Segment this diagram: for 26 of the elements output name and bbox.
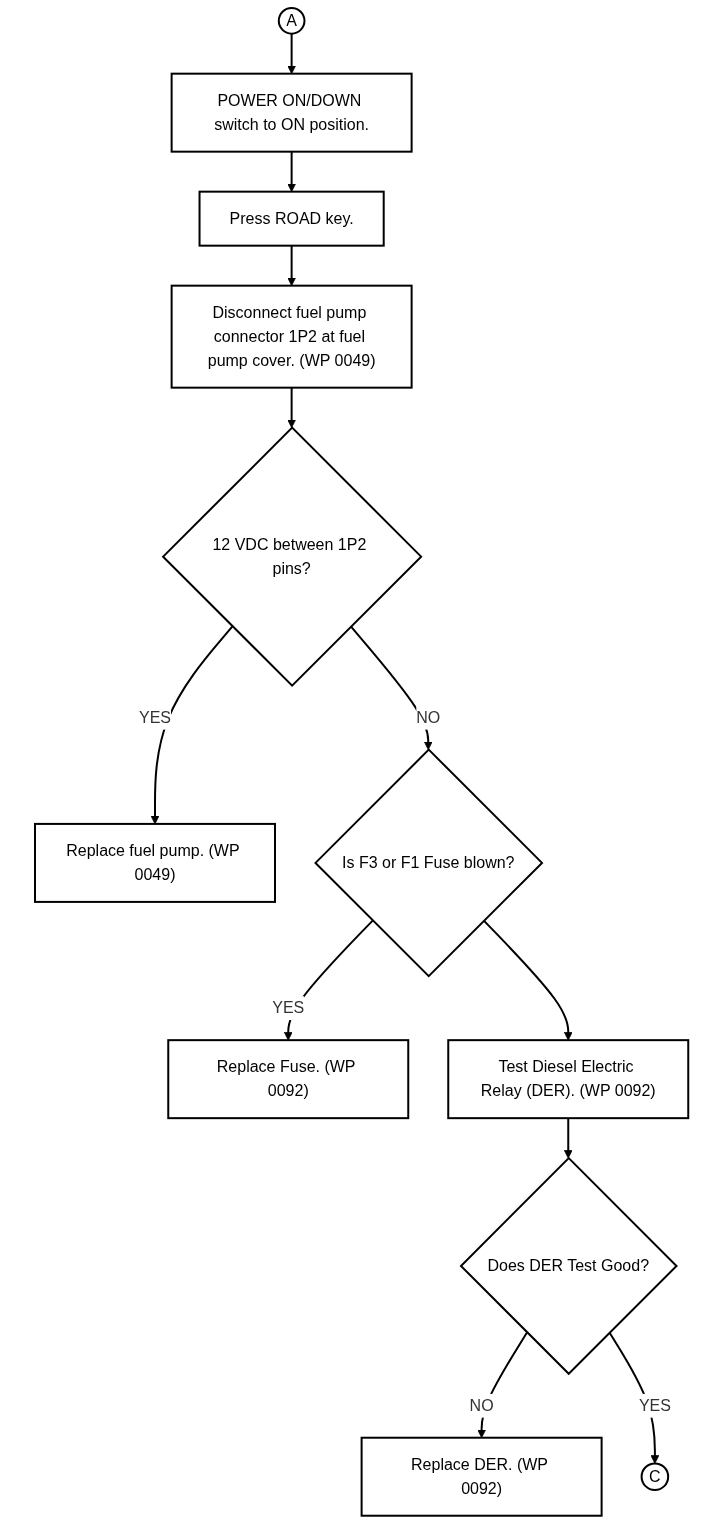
node-diamond: Is F3 or F1 Fuse blown?	[313, 748, 544, 978]
arrow	[150, 625, 234, 825]
arrow	[563, 1117, 573, 1159]
arrow	[287, 244, 296, 287]
node-diamond: 12 VDC between 1P2 pins?	[161, 426, 423, 688]
node-box: POWER ON/DOWN switch to ON position.	[170, 72, 413, 153]
arrow	[349, 625, 433, 751]
node-circle: A	[277, 7, 306, 35]
node-box: Replace DER. (WP 0092)	[360, 1436, 603, 1517]
arrow	[477, 1331, 528, 1439]
node-box: Replace Fuse. (WP 0092)	[167, 1039, 410, 1120]
edge-label: YES	[272, 999, 305, 1017]
node-diamond: Does DER Test Good?	[459, 1156, 678, 1376]
edge-label: YES	[638, 1396, 671, 1414]
node-circle: C	[640, 1462, 670, 1491]
edge-label: NO	[469, 1396, 494, 1414]
node-box: Disconnect fuel pump connector 1P2 at fuel pump cover. (WP 0049)	[170, 284, 413, 389]
node-box: Replace fuel pump. (WP 0049)	[33, 822, 276, 903]
arrow	[287, 32, 296, 75]
arrow	[287, 386, 296, 429]
node-box: Press ROAD key.	[198, 190, 385, 247]
node-box: Test Diesel Electric Relay (DER). (WP 0092)	[447, 1039, 690, 1120]
edge-label: YES	[138, 708, 171, 726]
arrow	[287, 150, 296, 193]
arrow	[482, 919, 573, 1041]
edge-label: NO	[416, 708, 441, 726]
